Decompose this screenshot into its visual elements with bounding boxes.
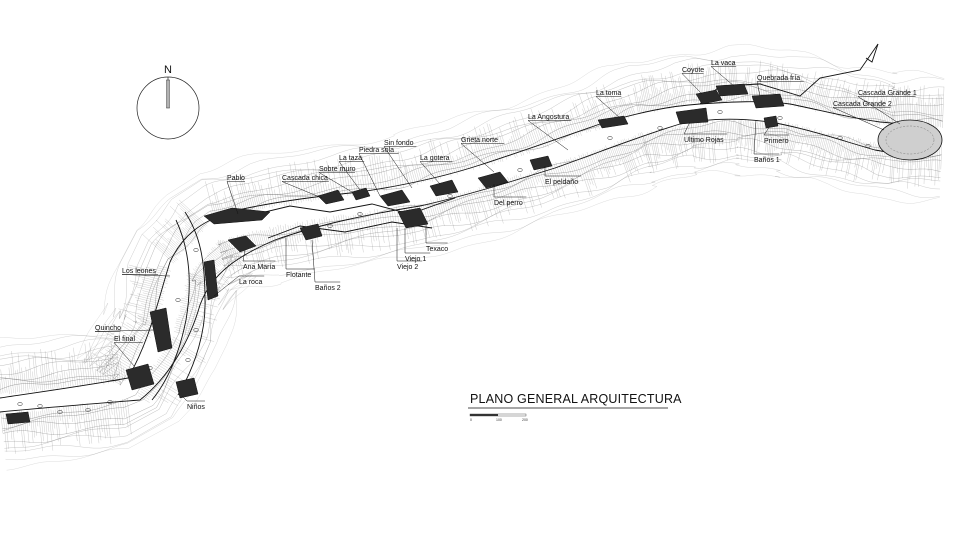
cascada-grande-pool	[877, 119, 943, 161]
label-viejo-2: Viejo 2	[397, 264, 418, 271]
place-labels: Pablo Cascada chica Sobre muro La tazaPiedr…	[95, 60, 917, 411]
label-la-gotera: La gotera	[420, 155, 450, 162]
label-el-peldano: El peldaño	[545, 179, 578, 186]
label-banos-2: Baños 2	[315, 285, 341, 292]
leader-viejo-1	[404, 228, 431, 254]
leader-cascada-grande-1	[857, 96, 916, 125]
label-la-vaca: La vaca	[711, 60, 736, 67]
label-leaders	[94, 66, 916, 402]
label-quebrada-fria: Quebrada fría	[757, 75, 800, 82]
label-pablo: Pablo	[227, 175, 245, 182]
boulders	[17, 110, 871, 414]
scale-tick-200: 200	[522, 418, 528, 422]
leader-primero	[763, 125, 790, 136]
label-los-leones: Los leones	[122, 268, 156, 275]
scale-tick-100: 100	[496, 418, 502, 422]
leader-sin-fondo	[383, 146, 417, 189]
leader-del-perro	[493, 184, 527, 198]
label-sin-fondo: Sin fondo	[384, 140, 414, 147]
leader-banos-1	[753, 119, 780, 155]
label-primero: Primero	[764, 138, 789, 145]
leader-el-peldano	[544, 166, 581, 177]
leader-grieta-norte	[460, 143, 505, 173]
leader-texaco	[425, 224, 448, 244]
label-quincho: Quincho	[95, 325, 121, 332]
label-la-taza: La taza	[339, 155, 362, 162]
label-cascada-chica: Cascada chica	[282, 175, 328, 182]
title-block: PLANO GENERAL ARQUITECTURA 0 100 200	[468, 392, 682, 422]
label-cascada-grande-1: Cascada Grande 1	[858, 90, 917, 97]
label-viejo-1: Viejo 1	[405, 256, 426, 263]
leader-viejo-2	[396, 228, 423, 262]
label-piedra-sola: Piedra sola	[359, 147, 394, 154]
scale-tick-0: 0	[470, 418, 472, 422]
label-el-final: El final	[114, 336, 135, 343]
drawing-title: PLANO GENERAL ARQUITECTURA	[470, 392, 682, 406]
structures	[5, 83, 785, 425]
leader-la-taza	[338, 161, 365, 191]
leader-cascada-grande-2	[832, 107, 891, 131]
leader-la-angostura	[527, 120, 572, 151]
leader-pablo	[226, 181, 245, 215]
label-ultimo-rojas: Ultimo Rojas	[684, 137, 724, 144]
leader-piedra-sola	[358, 153, 399, 197]
label-ninos: Niños	[187, 404, 205, 411]
label-la-toma: La toma	[596, 90, 621, 97]
leader-quincho	[94, 329, 155, 332]
north-arrow: N	[136, 64, 200, 140]
leader-ninos	[181, 395, 205, 402]
leader-quebrada-fria	[756, 81, 804, 97]
label-banos-1: Baños 1	[754, 157, 780, 164]
leader-ultimo-rojas	[683, 121, 728, 135]
label-la-roca: La roca	[239, 279, 262, 286]
label-texaco: Texaco	[426, 246, 448, 253]
label-la-angostura: La Angostura	[528, 114, 569, 121]
label-cascada-grande-2: Cascada Grande 2	[833, 101, 892, 108]
leader-la-vaca	[710, 66, 737, 87]
leader-la-roca	[213, 275, 265, 297]
north-label: N	[164, 64, 172, 76]
leader-la-gotera	[419, 161, 453, 185]
scale-bar: 0 100 200	[469, 413, 528, 422]
leader-la-toma	[595, 96, 622, 119]
topographic-contours	[0, 44, 945, 471]
leader-banos-2	[311, 239, 341, 283]
leader-el-final	[113, 342, 143, 367]
label-del-perro: Del perro	[494, 200, 523, 207]
leader-cascada-chica	[281, 181, 329, 199]
leader-ana-maria	[242, 249, 276, 262]
leader-los-leones	[121, 274, 171, 277]
label-ana-maria: Ana María	[243, 264, 275, 271]
leader-flotante	[285, 238, 315, 270]
label-flotante: Flotante	[286, 272, 311, 279]
label-coyote: Coyote	[682, 67, 704, 74]
leader-sobre-muro	[318, 172, 355, 193]
label-sobre-muro: Sobre muro	[319, 166, 356, 173]
label-grieta-norte: Grieta norte	[461, 137, 498, 144]
leader-coyote	[681, 73, 704, 95]
